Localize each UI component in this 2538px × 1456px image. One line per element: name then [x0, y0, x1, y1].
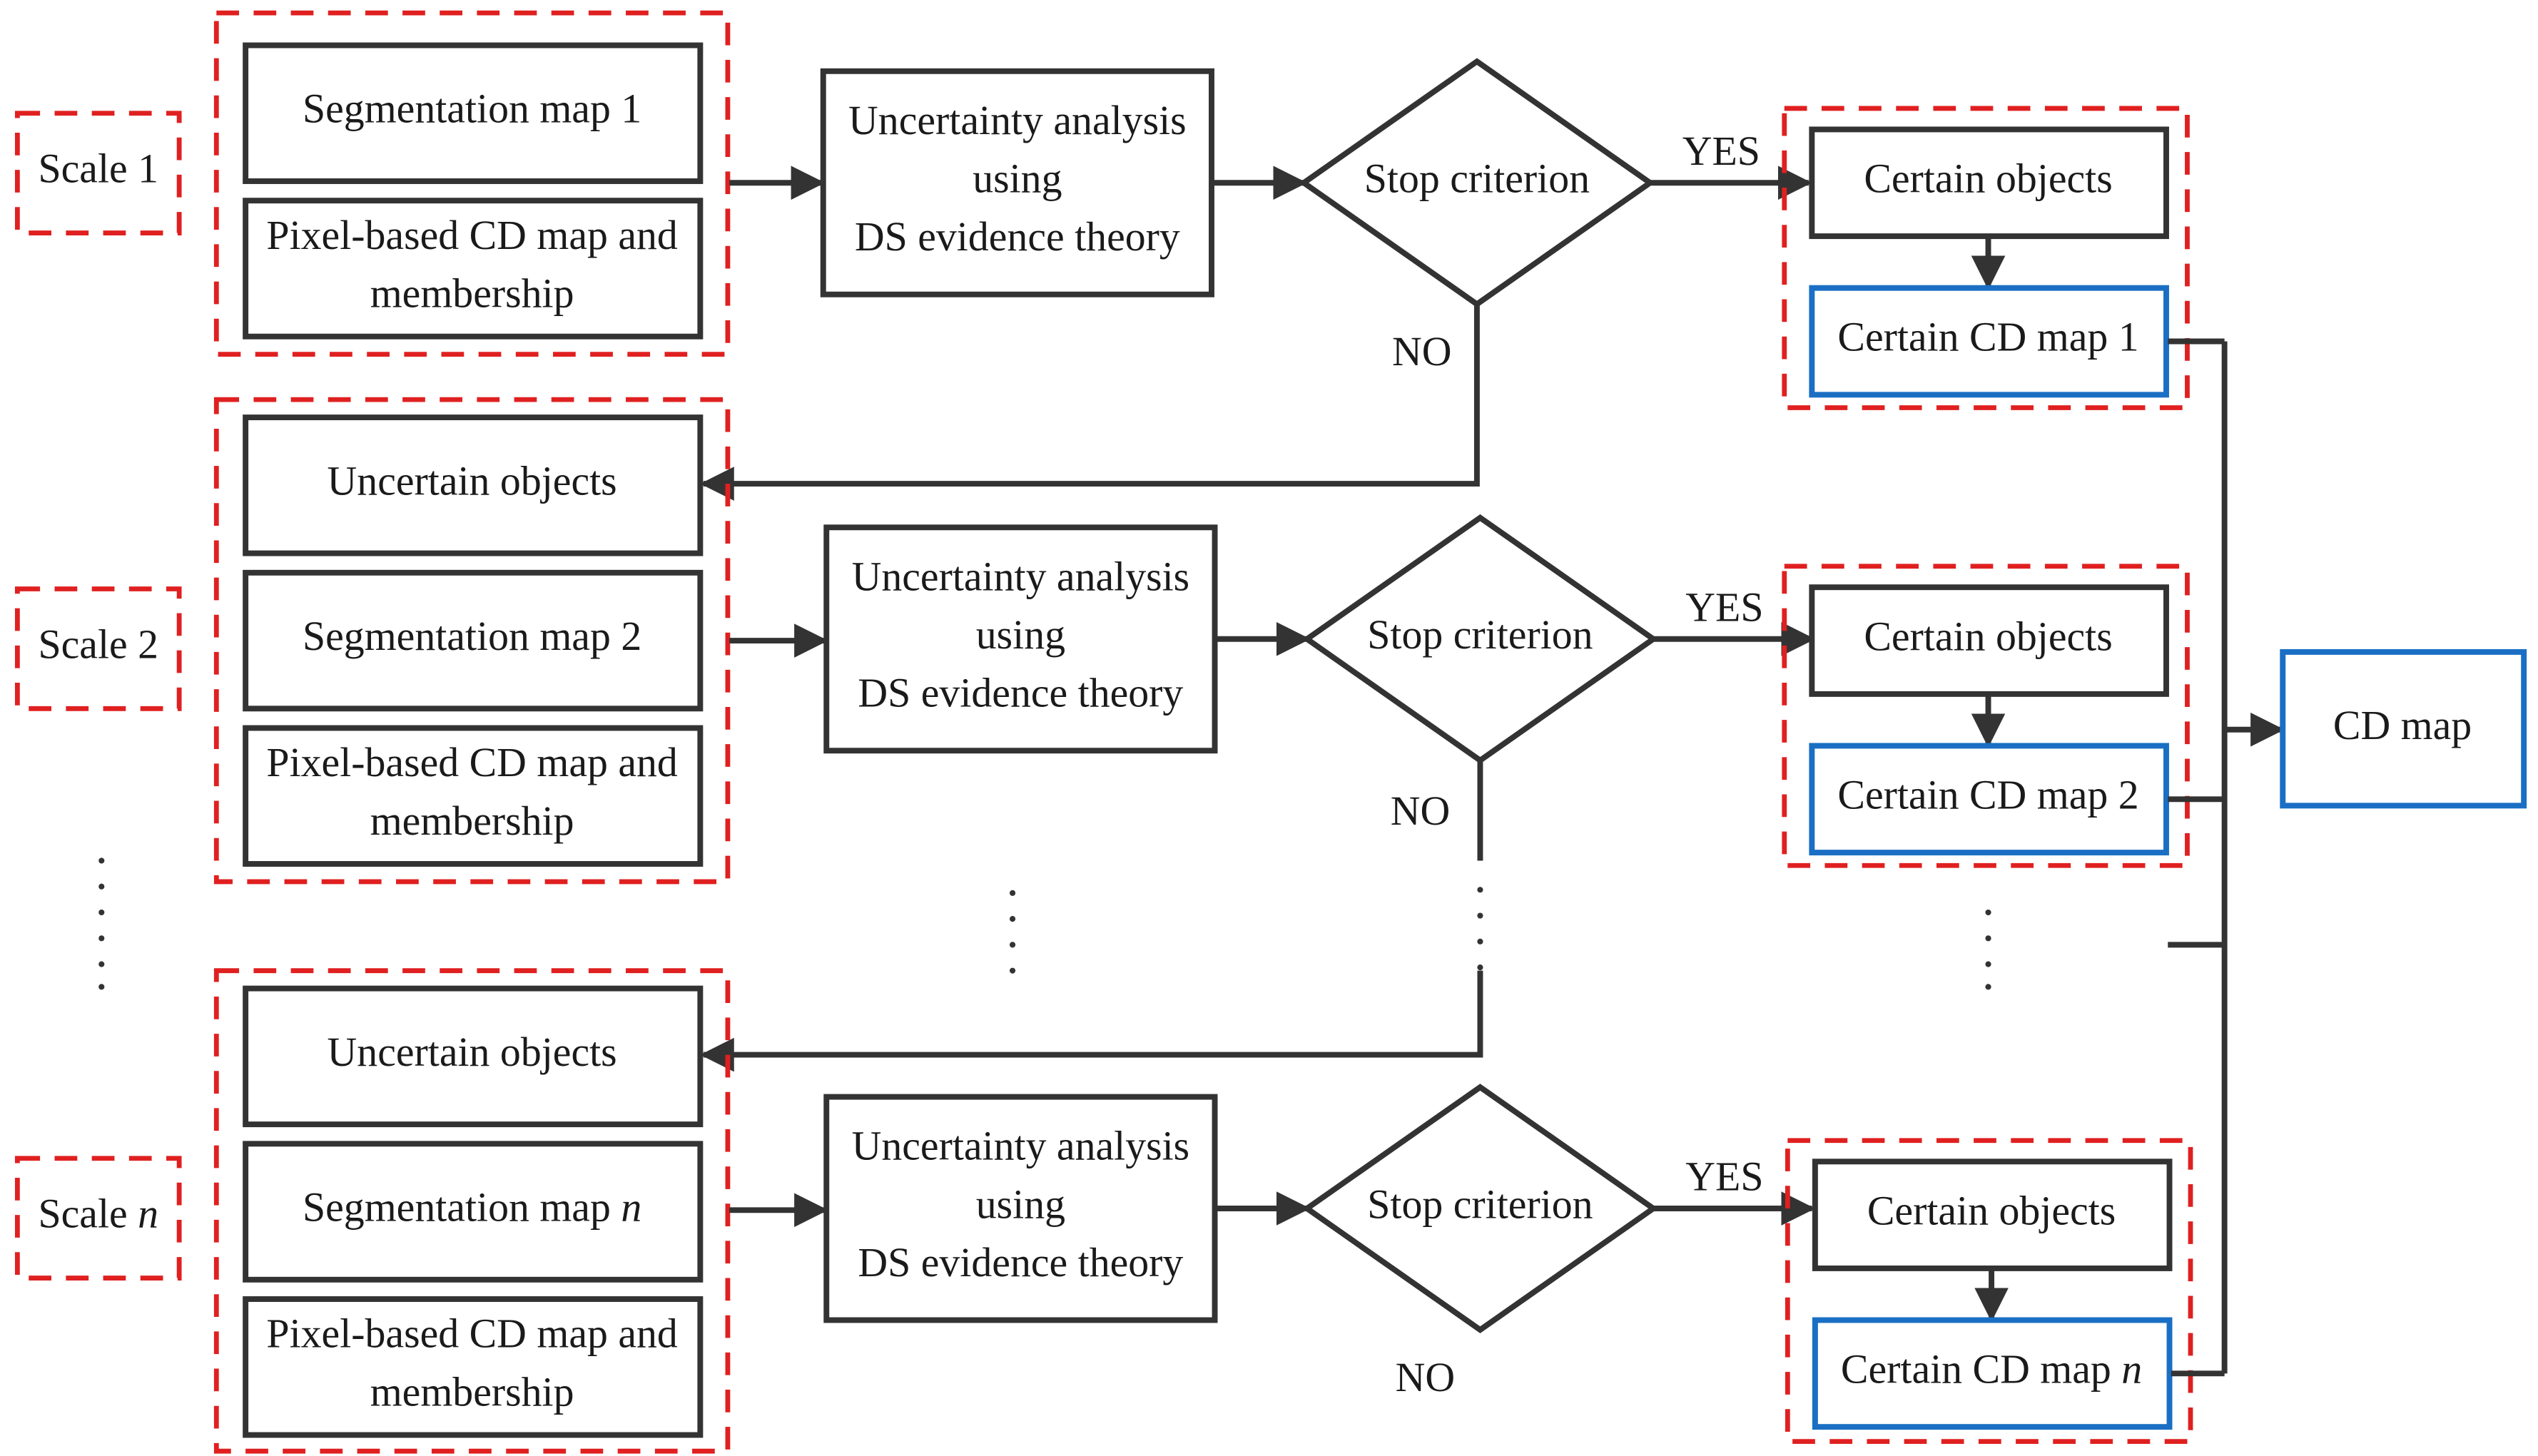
pixel-cd-map-1-line2: membership [370, 270, 574, 317]
yes-2-label: YES [1685, 584, 1763, 630]
uncertainty-analysis-n-box [823, 1094, 1218, 1323]
segmentation-map-1-box [243, 42, 704, 184]
segmentation-map-2-box [243, 569, 704, 712]
certain-objects-1-box [1809, 126, 2169, 240]
certain-objects-1-label: Certain objects [1864, 156, 2112, 202]
uncertainty-analysis-2-line2: using [976, 611, 1065, 658]
yes-n-label: YES [1685, 1154, 1763, 1200]
uncertainty-analysis-n-line3: DS evidence theory [858, 1239, 1183, 1286]
scale-1-box [14, 111, 182, 235]
pixel-cd-map-n-box [243, 1296, 704, 1438]
scale-n-group: Scale n Uncertain objects Segmentation m… [14, 968, 2193, 1454]
pixel-cd-map-2-box [243, 725, 704, 867]
merge-connectors [2168, 338, 2285, 1377]
ellipsis-right [1985, 909, 1991, 990]
scale-2-label: Scale 2 [38, 621, 158, 668]
stop-criterion-n-diamond [1301, 1084, 1659, 1333]
output-group-2 [1782, 564, 2190, 868]
certain-objects-n-box [1812, 1159, 2173, 1271]
input-group-1 [213, 10, 731, 357]
uncertainty-analysis-1-line1: Uncertainty analysis [848, 97, 1187, 143]
uncertain-objects-2-label: Uncertain objects [328, 458, 617, 504]
no-2-label: NO [1391, 788, 1451, 834]
pixel-cd-map-1-line1: Pixel-based CD map and [266, 212, 677, 258]
uncertain-objects-n-label: Uncertain objects [328, 1029, 617, 1075]
cd-map-output-label: CD map [2333, 702, 2472, 748]
scale-1-label: Scale 1 [38, 146, 158, 192]
uncertainty-analysis-1-line3: DS evidence theory [855, 213, 1180, 260]
uncertainty-analysis-2-line1: Uncertainty analysis [852, 553, 1190, 599]
certain-objects-2-box [1809, 584, 2169, 697]
certain-cd-map-n-box [1812, 1317, 2173, 1430]
stop-criterion-n-label: Stop criterion [1367, 1181, 1593, 1227]
ellipsis-left [98, 857, 105, 990]
certain-cd-map-n-label: Certain CD map n [1841, 1346, 2142, 1393]
pixel-cd-map-2-line1: Pixel-based CD map and [266, 739, 677, 785]
certain-cd-map-2-box [1809, 743, 2169, 856]
segmentation-map-n-label: Segmentation map n [303, 1184, 641, 1231]
ellipsis-middle [1009, 890, 1016, 974]
scale-n-label: Scale n [38, 1191, 158, 1237]
segmentation-map-n-box [243, 1141, 704, 1283]
uncertainty-analysis-1-line2: using [973, 156, 1062, 202]
segmentation-map-2-label: Segmentation map 2 [303, 613, 641, 659]
input-group-n [213, 968, 731, 1454]
pixel-cd-map-n-line1: Pixel-based CD map and [266, 1310, 677, 1357]
scale-1-group: Scale 1 Segmentation map 1 Pixel-based C… [14, 10, 2190, 410]
pixel-cd-map-1-box [243, 198, 704, 340]
stop-criterion-2-label: Stop criterion [1367, 611, 1593, 658]
uncertainty-analysis-n-line2: using [976, 1181, 1065, 1227]
input-group-2 [213, 397, 731, 885]
cd-map-output-box [2280, 648, 2527, 809]
pixel-cd-map-n-line2: membership [370, 1368, 574, 1415]
certain-objects-n-label: Certain objects [1867, 1187, 2116, 1233]
ellipsis-no-column [1477, 887, 1483, 971]
uncertain-objects-n-box [243, 985, 704, 1128]
pixel-cd-map-2-line2: membership [370, 798, 574, 844]
scale-2-group: Scale 2 Uncertain objects Segmentation m… [14, 397, 2190, 885]
no-1-label: NO [1392, 328, 1452, 375]
scale-n-box [14, 1156, 182, 1281]
uncertain-objects-2-box [243, 414, 704, 556]
yes-1-label: YES [1682, 128, 1760, 174]
scale-2-box [14, 586, 182, 711]
arrow-no-to-uncertain-objects-n [700, 970, 1483, 1072]
certain-objects-2-label: Certain objects [1864, 613, 2112, 659]
arrow-no-1-to-uncertain-objects-2 [700, 304, 1480, 501]
uncertainty-analysis-2-box [823, 524, 1218, 754]
uncertainty-analysis-1-box [820, 68, 1214, 297]
segmentation-map-1-label: Segmentation map 1 [303, 86, 641, 132]
uncertainty-analysis-2-line3: DS evidence theory [858, 670, 1183, 716]
certain-cd-map-1-label: Certain CD map 1 [1837, 314, 2138, 360]
stop-criterion-1-label: Stop criterion [1364, 156, 1590, 202]
uncertainty-analysis-n-line1: Uncertainty analysis [852, 1123, 1190, 1169]
output-group-1 [1782, 106, 2190, 410]
certain-cd-map-1-box [1809, 285, 2169, 398]
output-group-n [1785, 1138, 2193, 1444]
certain-cd-map-2-label: Certain CD map 2 [1837, 772, 2138, 818]
no-n-label: NO [1396, 1354, 1456, 1400]
